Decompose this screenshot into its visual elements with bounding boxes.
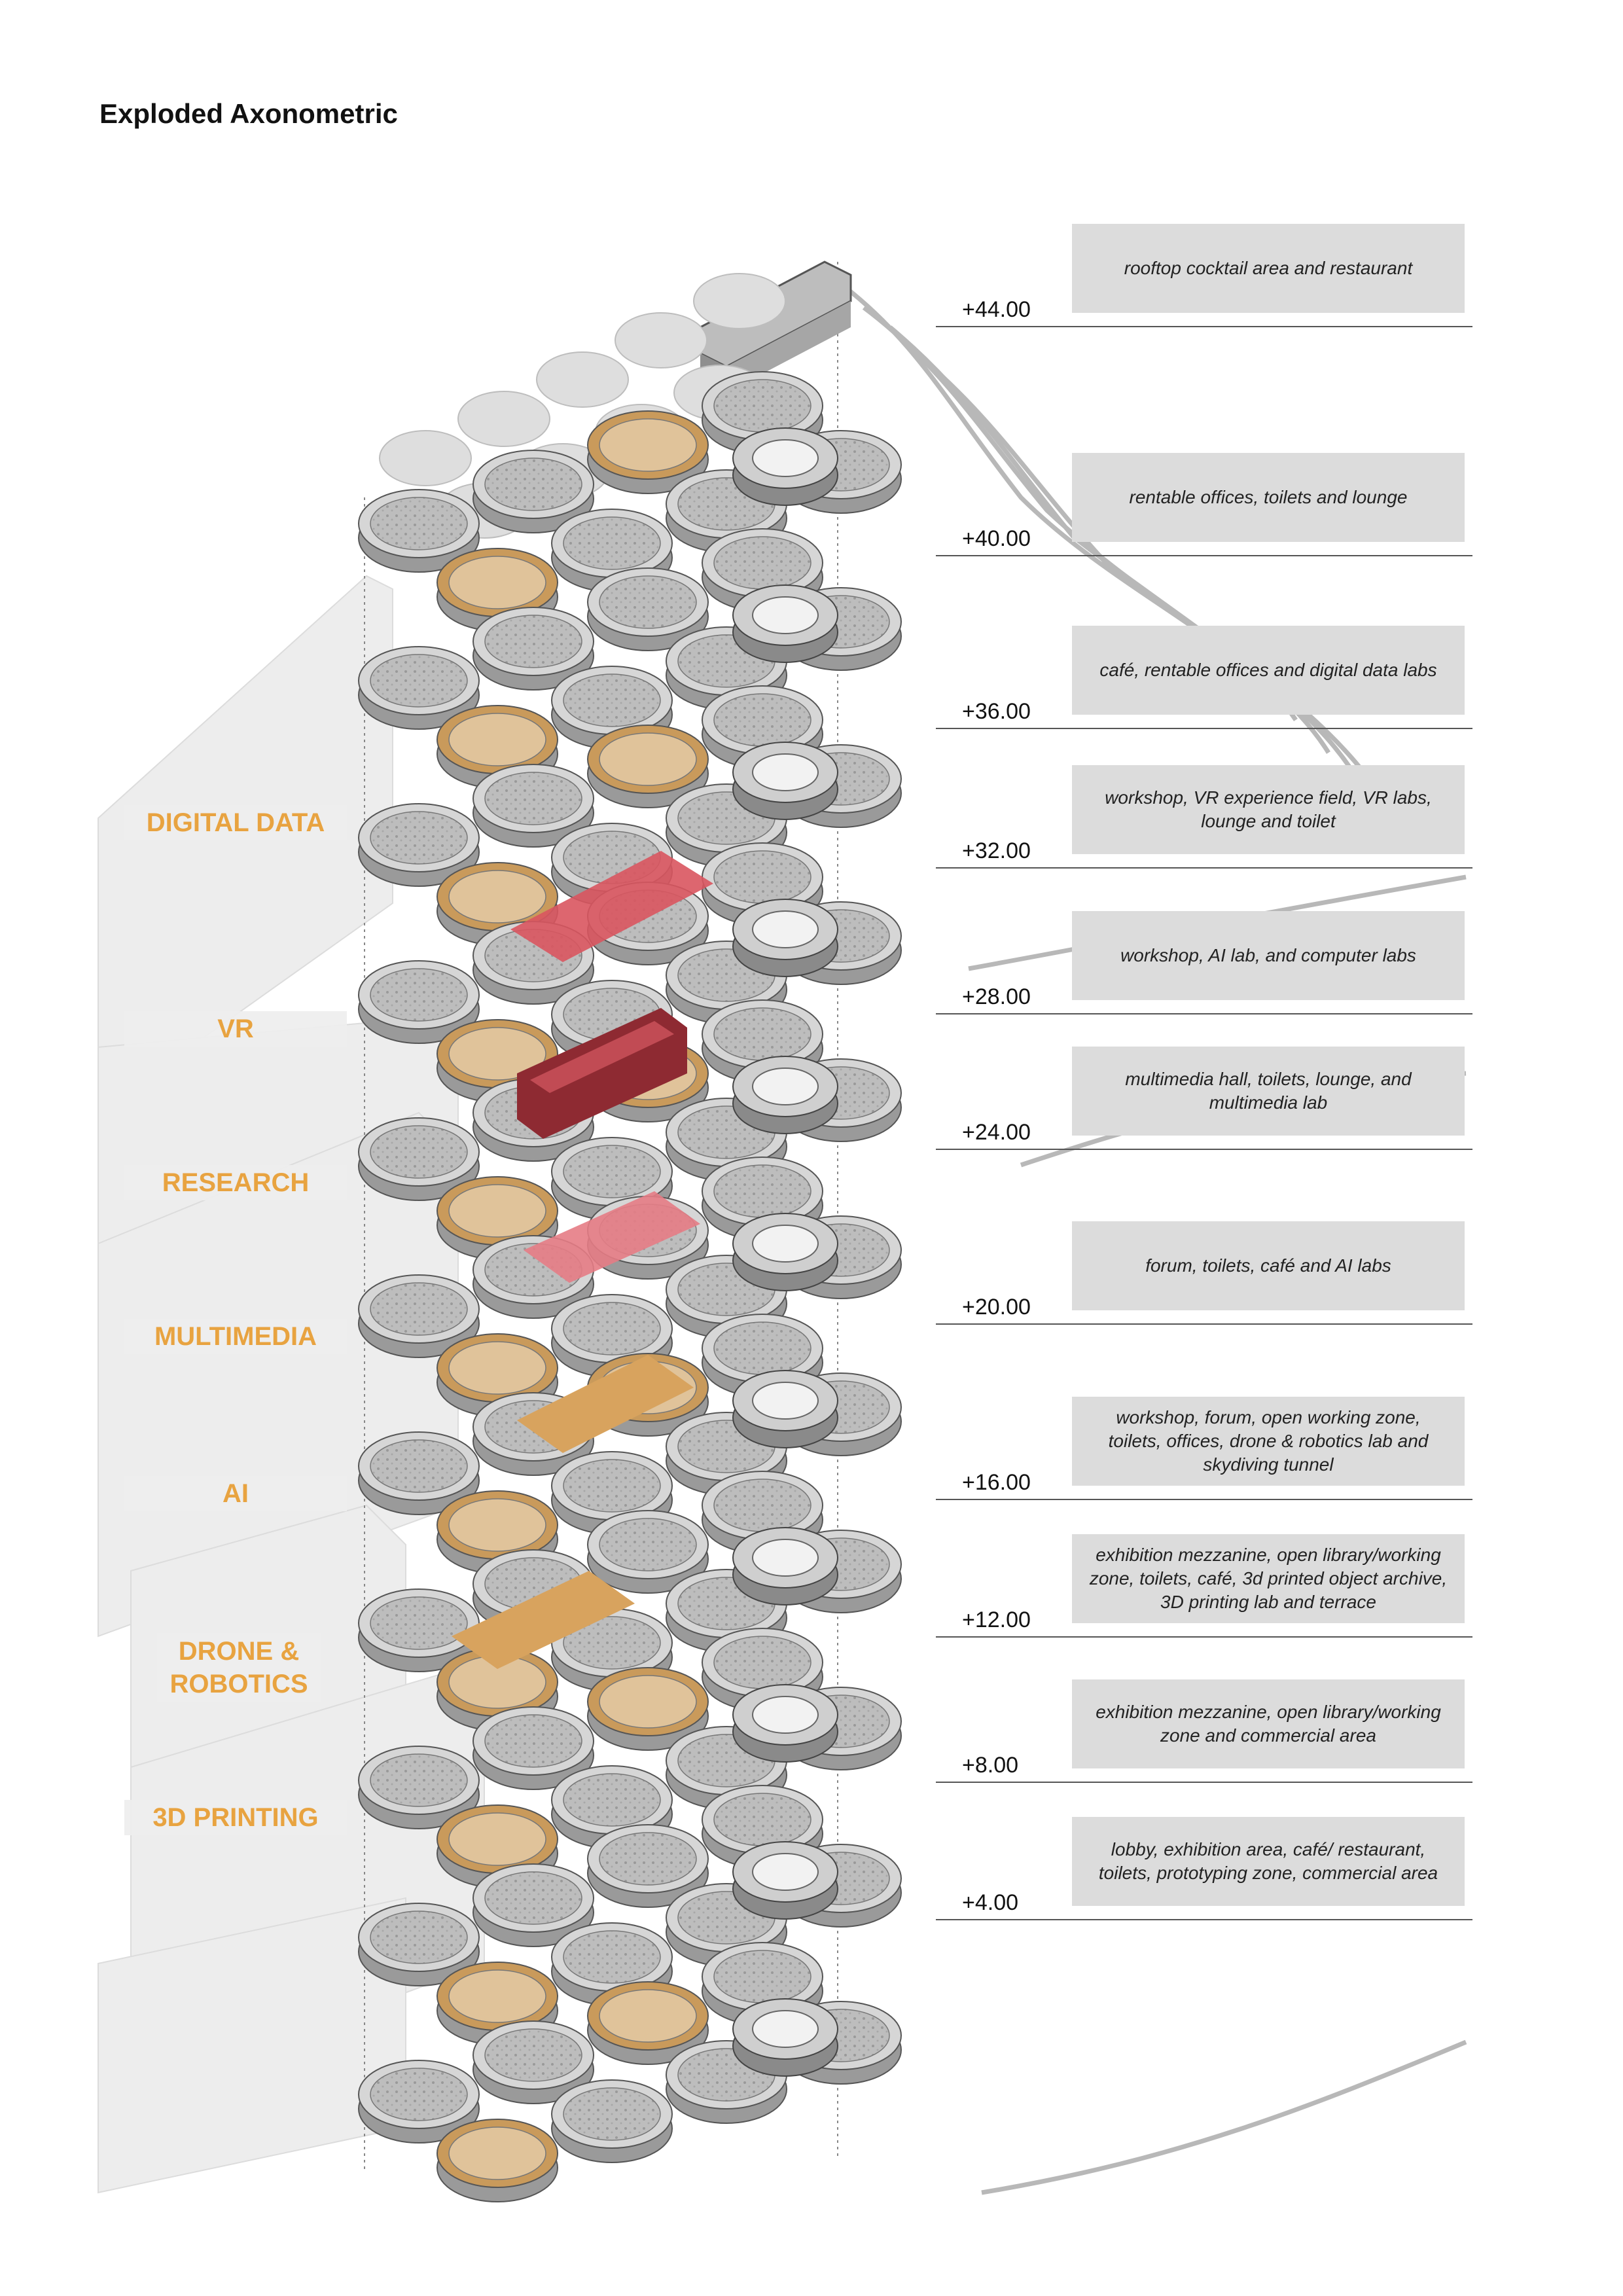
program-description: multimedia hall, toilets, lounge, and mu…: [1072, 1047, 1465, 1136]
level-line: [936, 555, 1472, 556]
elevation-label: +28.00: [962, 984, 1031, 1009]
zone-label: RESEARCH: [124, 1165, 347, 1200]
level-line: [936, 1149, 1472, 1150]
canopy-disc: [457, 391, 550, 447]
floor-plate: [358, 842, 902, 1103]
program-description: rentable offices, toilets and lounge: [1072, 453, 1465, 542]
zone-label: MULTIMEDIA: [124, 1319, 347, 1354]
elevation-label: +32.00: [962, 838, 1031, 863]
program-description: rooftop cocktail area and restaurant: [1072, 224, 1465, 313]
elevation-label: +40.00: [962, 526, 1031, 551]
floor-plate: [358, 1628, 902, 1888]
page-title: Exploded Axonometric: [99, 98, 398, 129]
context-buildings: [98, 575, 485, 2194]
elevation-label: +44.00: [962, 297, 1031, 322]
program-description: lobby, exhibition area, café/ restaurant…: [1072, 1817, 1465, 1906]
level-line: [936, 1013, 1472, 1014]
program-description: workshop, VR experience field, VR labs, …: [1072, 765, 1465, 854]
canopy-disc: [693, 273, 786, 329]
level-line: [936, 728, 1472, 729]
zone-label: AI: [124, 1476, 347, 1511]
zone-label: VR: [124, 1011, 347, 1047]
level-line: [936, 1919, 1472, 1920]
program-description: workshop, AI lab, and computer labs: [1072, 911, 1465, 1000]
zone-label: DRONE & ROBOTICS: [157, 1633, 321, 1702]
canopy-disc: [379, 430, 472, 486]
level-line: [936, 1782, 1472, 1783]
canopy-disc: [536, 351, 629, 408]
program-description: forum, toilets, café and AI labs: [1072, 1221, 1465, 1310]
elevation-label: +8.00: [962, 1753, 1019, 1778]
level-line: [936, 1636, 1472, 1638]
elevation-label: +4.00: [962, 1890, 1019, 1915]
program-description: workshop, forum, open working zone, toil…: [1072, 1397, 1465, 1486]
level-line: [936, 326, 1472, 327]
elevation-label: +12.00: [962, 1607, 1031, 1632]
level-line: [936, 867, 1472, 869]
floor-stack: [358, 273, 902, 2202]
floor-plate: [358, 528, 902, 789]
program-description: exhibition mezzanine, open library/worki…: [1072, 1679, 1465, 1768]
zone-label: DIGITAL DATA: [124, 805, 347, 840]
floor-plate: [358, 371, 902, 632]
level-line: [936, 1499, 1472, 1500]
zone-label: 3D PRINTING: [124, 1800, 347, 1835]
elevation-label: +24.00: [962, 1120, 1031, 1145]
floor-plate: [358, 1942, 902, 2202]
elevation-label: +16.00: [962, 1470, 1031, 1495]
elevation-label: +20.00: [962, 1295, 1031, 1319]
program-description: café, rentable offices and digital data …: [1072, 626, 1465, 715]
canopy-disc: [615, 312, 707, 368]
level-line: [936, 1323, 1472, 1325]
elevation-label: +36.00: [962, 699, 1031, 724]
highlight-volumes: [452, 851, 713, 1669]
program-description: exhibition mezzanine, open library/worki…: [1072, 1534, 1465, 1623]
